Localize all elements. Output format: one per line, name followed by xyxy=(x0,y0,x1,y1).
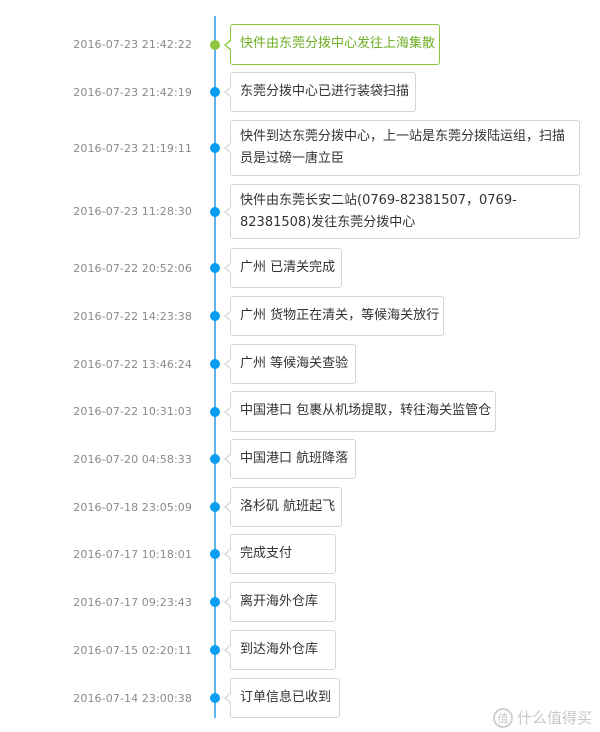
event-time: 2016-07-22 20:52:06 xyxy=(73,261,192,275)
status-dot-icon xyxy=(210,597,220,607)
timeline-event: 2016-07-23 11:28:30 快件由东莞长安二站(0769-823815… xyxy=(0,184,600,239)
timeline-event: 2016-07-22 14:23:38 广州 货物正在清关，等候海关放行 xyxy=(0,296,600,336)
event-time: 2016-07-23 21:42:22 xyxy=(73,38,192,51)
timeline-event: 2016-07-22 20:52:06 广州 已清关完成 xyxy=(0,248,600,288)
event-description: 洛杉矶 航班起飞 xyxy=(224,487,342,527)
status-dot-icon xyxy=(210,645,220,655)
status-dot-icon xyxy=(210,406,220,417)
event-description: 中国港口 包裹从机场提取，转往海关监管仓 xyxy=(224,391,496,432)
event-description: 快件由东莞分拨中心发往上海集散 xyxy=(224,24,440,65)
event-description: 广州 已清关完成 xyxy=(224,248,342,288)
timeline-event: 2016-07-17 09:23:43 离开海外仓库 xyxy=(0,582,600,622)
event-description: 快件到达东莞分拨中心，上一站是东莞分拨陆运组，扫描员是过磅一唐立臣 xyxy=(224,120,580,176)
event-time: 2016-07-18 23:05:09 xyxy=(73,500,192,514)
event-time: 2016-07-17 10:18:01 xyxy=(73,547,192,561)
current-status-dot-icon xyxy=(210,39,220,50)
timeline-event: 2016-07-23 21:19:11 快件到达东莞分拨中心，上一站是东莞分拨陆运… xyxy=(0,120,600,176)
timeline-event: 2016-07-17 10:18:01 完成支付 xyxy=(0,534,600,574)
event-time: 2016-07-23 21:19:11 xyxy=(73,141,192,155)
timeline-event: 2016-07-20 04:58:33 中国港口 航班降落 xyxy=(0,439,600,479)
event-time: 2016-07-20 04:58:33 xyxy=(73,452,192,466)
event-time: 2016-07-17 09:23:43 xyxy=(73,595,192,609)
event-time: 2016-07-22 13:46:24 xyxy=(73,357,192,371)
timeline-event: 2016-07-15 02:20:11 到达海外仓库 xyxy=(0,630,600,670)
timeline-event: 2016-07-22 13:46:24 广州 等候海关查验 xyxy=(0,344,600,384)
event-description: 快件由东莞长安二站(0769-82381507，0769-82381508)发往… xyxy=(224,184,580,239)
timeline-event: 2016-07-18 23:05:09 洛杉矶 航班起飞 xyxy=(0,487,600,527)
event-time: 2016-07-23 21:42:19 xyxy=(73,85,192,99)
event-description: 广州 货物正在清关，等候海关放行 xyxy=(224,296,444,336)
status-dot-icon xyxy=(210,549,220,559)
timeline-event: 2016-07-22 10:31:03 中国港口 包裹从机场提取，转往海关监管仓 xyxy=(0,391,600,432)
event-time: 2016-07-23 11:28:30 xyxy=(73,205,192,218)
event-description: 东莞分拨中心已进行装袋扫描 xyxy=(224,72,416,112)
event-time: 2016-07-22 10:31:03 xyxy=(73,405,192,418)
status-dot-icon xyxy=(210,311,220,321)
status-dot-icon xyxy=(210,502,220,512)
status-dot-icon xyxy=(210,143,220,153)
event-description: 广州 等候海关查验 xyxy=(224,344,356,384)
status-dot-icon xyxy=(210,693,220,703)
smzdm-logo-icon: 值 xyxy=(492,707,513,728)
timeline-event: 2016-07-14 23:00:38 订单信息已收到 xyxy=(0,678,600,718)
watermark-text: 什么值得买 xyxy=(516,709,592,727)
event-description: 离开海外仓库 xyxy=(224,582,336,622)
watermark: 值 什么值得买 xyxy=(492,707,592,728)
event-description: 完成支付 xyxy=(224,534,336,574)
event-time: 2016-07-15 02:20:11 xyxy=(73,643,192,657)
event-description: 中国港口 航班降落 xyxy=(224,439,356,479)
status-dot-icon xyxy=(210,263,220,273)
status-dot-icon xyxy=(210,87,220,97)
status-dot-icon xyxy=(210,359,220,369)
event-time: 2016-07-22 14:23:38 xyxy=(73,309,192,323)
status-dot-icon xyxy=(210,206,220,217)
event-description: 到达海外仓库 xyxy=(224,630,336,670)
status-dot-icon xyxy=(210,454,220,464)
event-time: 2016-07-14 23:00:38 xyxy=(73,691,192,705)
timeline-event: 2016-07-23 21:42:22 快件由东莞分拨中心发往上海集散 xyxy=(0,24,600,65)
event-description: 订单信息已收到 xyxy=(224,678,340,718)
timeline-event: 2016-07-23 21:42:19 东莞分拨中心已进行装袋扫描 xyxy=(0,72,600,112)
